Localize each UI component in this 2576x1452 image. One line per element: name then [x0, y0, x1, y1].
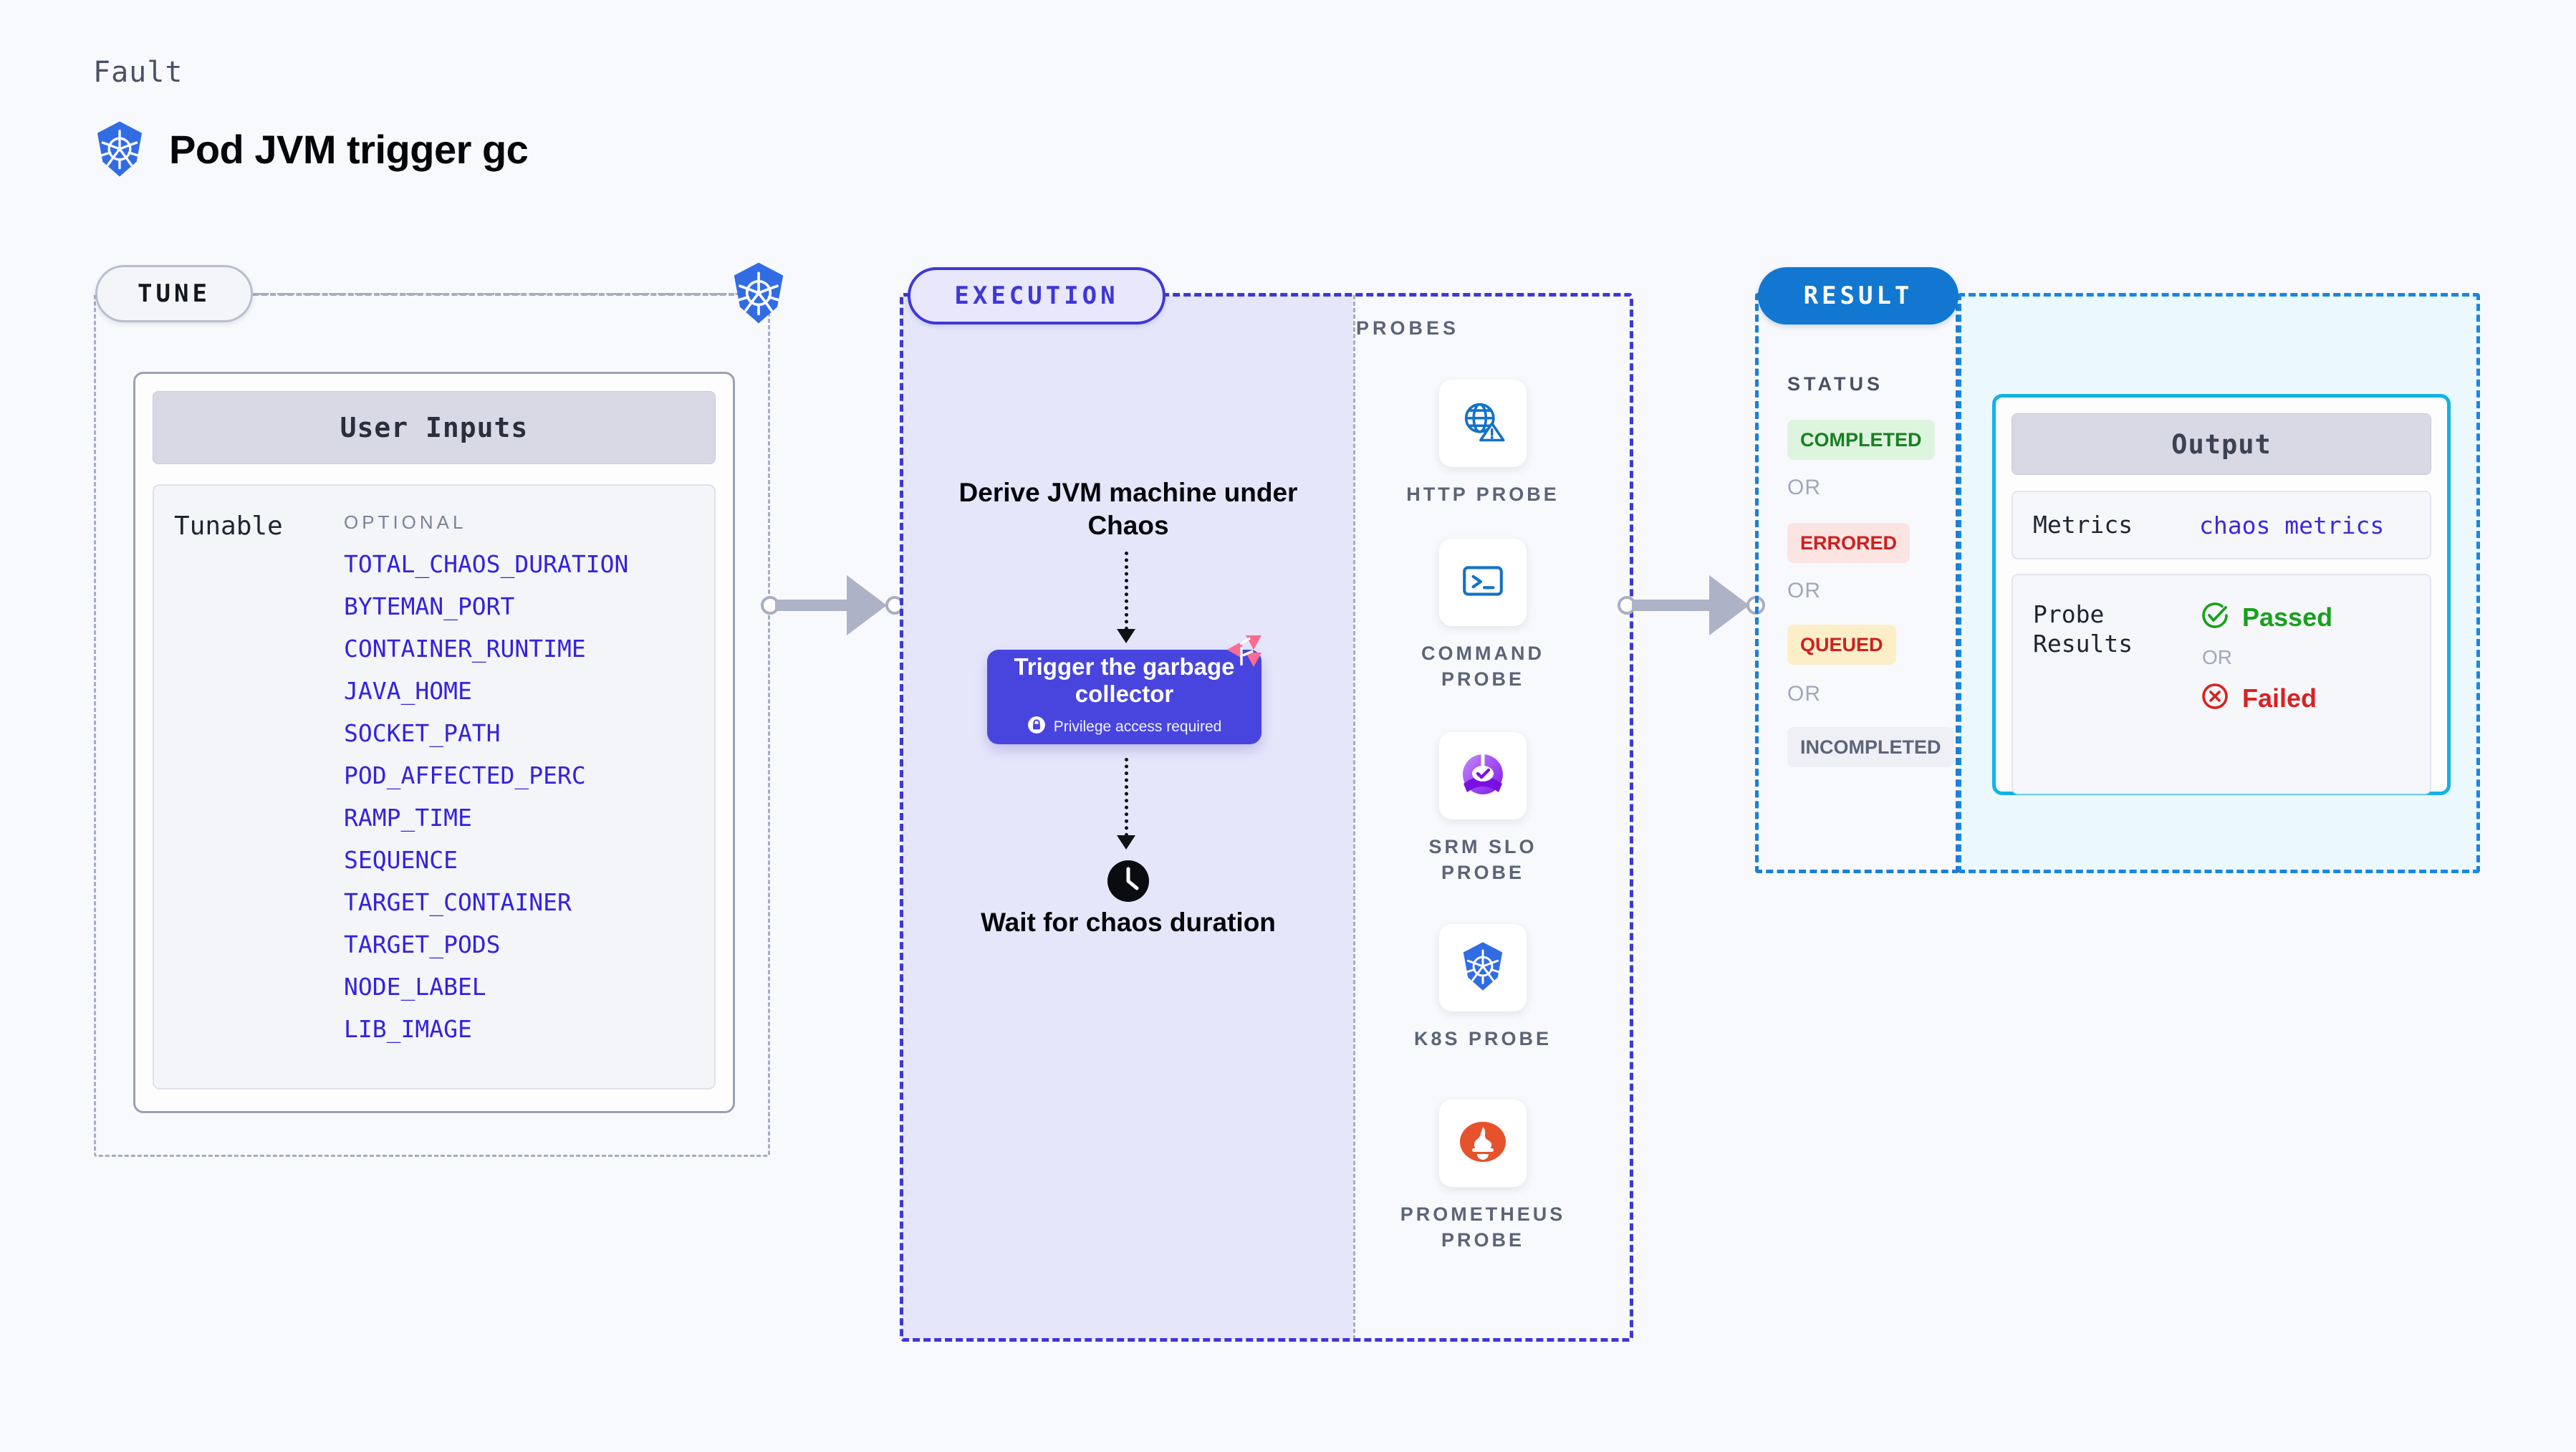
probe-label: COMMAND PROBE [1421, 643, 1544, 691]
tunable-list: OPTIONAL TOTAL_CHAOS_DURATION BYTEMAN_PO… [344, 511, 714, 1088]
probe-label: HTTP PROBE [1406, 484, 1559, 505]
flow-arrow-line [1125, 552, 1128, 630]
terminal-icon [1459, 557, 1506, 608]
output-metrics-row: Metrics chaos metrics [2012, 491, 2431, 559]
probe-item-prometheus[interactable]: PROMETHEUS PROBE [1390, 1100, 1576, 1254]
status-or-label: OR [1787, 476, 1821, 499]
probe-tile [1439, 732, 1527, 819]
probe-item-k8s[interactable]: K8S PROBE [1390, 924, 1576, 1052]
status-badge-completed: COMPLETED [1787, 420, 1935, 460]
tunable-item[interactable]: BYTEMAN_PORT [344, 592, 515, 620]
srm-slo-icon [1458, 752, 1508, 800]
flow-arrow-head [1117, 629, 1135, 643]
probe-item-http[interactable]: HTTP PROBE [1390, 380, 1576, 507]
tunable-item[interactable]: RAMP_TIME [344, 804, 472, 832]
user-inputs-card: User Inputs Tunable OPTIONAL TOTAL_CHAOS… [133, 372, 735, 1113]
page-kicker: Fault [93, 56, 183, 89]
execution-step-derive: Derive JVM machine under Chaos [958, 478, 1298, 541]
execution-card-title: Trigger the garbage collector [1014, 653, 1235, 707]
tunable-item[interactable]: POD_AFFECTED_PERC [344, 761, 586, 789]
execution-card-subtitle: Privilege access required [1053, 718, 1222, 735]
result-badge[interactable]: RESULT [1758, 267, 1959, 324]
tune-connector-line [253, 293, 734, 296]
probe-label: PROMETHEUS PROBE [1400, 1203, 1566, 1251]
probe-tile [1439, 924, 1527, 1011]
probe-label: SRM SLO PROBE [1428, 836, 1537, 884]
tunable-item[interactable]: LIB_IMAGE [344, 1015, 472, 1043]
probe-failed-label: Failed [2242, 683, 2317, 713]
tunable-item[interactable]: TOTAL_CHAOS_DURATION [344, 550, 629, 578]
output-card: Output Metrics chaos metrics Probe Resul… [1992, 394, 2451, 795]
execution-step-wait: Wait for chaos duration [981, 908, 1276, 937]
x-circle-icon [2199, 681, 2231, 716]
kubernetes-icon [1459, 941, 1506, 995]
probe-tile [1439, 1100, 1527, 1187]
tunable-item[interactable]: NODE_LABEL [344, 973, 486, 1001]
tunable-label: Tunable [174, 511, 283, 541]
status-badge-queued: QUEUED [1787, 625, 1896, 665]
flow-arrow-line [1125, 758, 1128, 837]
prometheus-icon [1458, 1120, 1507, 1168]
status-badge-incompleted: INCOMPLETED [1787, 727, 1954, 767]
probe-results-key: Probe Results [2033, 600, 2133, 658]
probe-tile [1439, 380, 1527, 467]
litmus-icon [1224, 634, 1263, 673]
tune-badge[interactable]: TUNE [95, 265, 253, 322]
execution-card-trigger-gc[interactable]: Trigger the garbage collector Privilege … [987, 650, 1261, 744]
output-probe-results-row: Probe Results Passed OR [2012, 574, 2431, 794]
tunable-item[interactable]: SEQUENCE [344, 846, 458, 874]
probe-or-label: OR [2202, 646, 2232, 668]
tunable-item[interactable]: TARGET_PODS [344, 931, 501, 958]
user-inputs-title: User Inputs [153, 391, 716, 464]
probe-result-failed: Failed [2199, 681, 2410, 716]
probe-tile [1439, 539, 1527, 626]
page-title: Pod JVM trigger gc [169, 126, 529, 172]
probe-label: K8S PROBE [1413, 1028, 1552, 1049]
globe-warning-icon [1458, 398, 1507, 450]
kubernetes-icon [93, 120, 146, 178]
metrics-value[interactable]: chaos metrics [2199, 511, 2385, 539]
execution-badge[interactable]: EXECUTION [908, 267, 1166, 324]
tunable-item[interactable]: CONTAINER_RUNTIME [344, 635, 586, 663]
probe-item-srm-slo[interactable]: SRM SLO PROBE [1390, 732, 1576, 886]
tunable-item[interactable]: JAVA_HOME [344, 677, 472, 705]
connector-bar [1632, 600, 1716, 611]
probes-title: PROBES [1356, 317, 1460, 339]
optional-label: OPTIONAL [344, 511, 467, 533]
page-title-row: Pod JVM trigger gc [93, 120, 529, 178]
check-circle-icon [2199, 600, 2231, 635]
probes-divider [1353, 295, 1355, 1340]
flow-arrow-head [1117, 835, 1135, 850]
connector-execution-to-result [1618, 569, 1768, 641]
tunable-item[interactable]: SOCKET_PATH [344, 719, 501, 747]
metrics-key: Metrics [2033, 511, 2133, 539]
probe-item-command[interactable]: COMMAND PROBE [1390, 539, 1576, 693]
connector-arrowhead [847, 575, 887, 635]
status-or-label: OR [1787, 579, 1821, 602]
connector-tune-to-execution [761, 569, 904, 641]
execution-panel [900, 293, 1633, 1342]
status-title: STATUS [1787, 373, 1883, 395]
probe-results-values: Passed OR Failed [2199, 600, 2410, 793]
status-or-label: OR [1787, 682, 1821, 706]
clock-icon [1107, 860, 1150, 906]
lock-icon [1027, 716, 1046, 738]
probe-result-passed: Passed [2199, 600, 2410, 635]
tunable-box: Tunable OPTIONAL TOTAL_CHAOS_DURATION BY… [153, 484, 716, 1090]
tunable-item[interactable]: TARGET_CONTAINER [344, 888, 572, 916]
connector-bar [775, 600, 854, 611]
kubernetes-icon [729, 261, 788, 328]
connector-arrowhead [1709, 575, 1749, 635]
probe-passed-label: Passed [2242, 602, 2333, 632]
output-title: Output [2012, 413, 2431, 475]
execution-card-subtitle-row: Privilege access required [1027, 716, 1222, 738]
status-badge-errored: ERRORED [1787, 523, 1911, 563]
